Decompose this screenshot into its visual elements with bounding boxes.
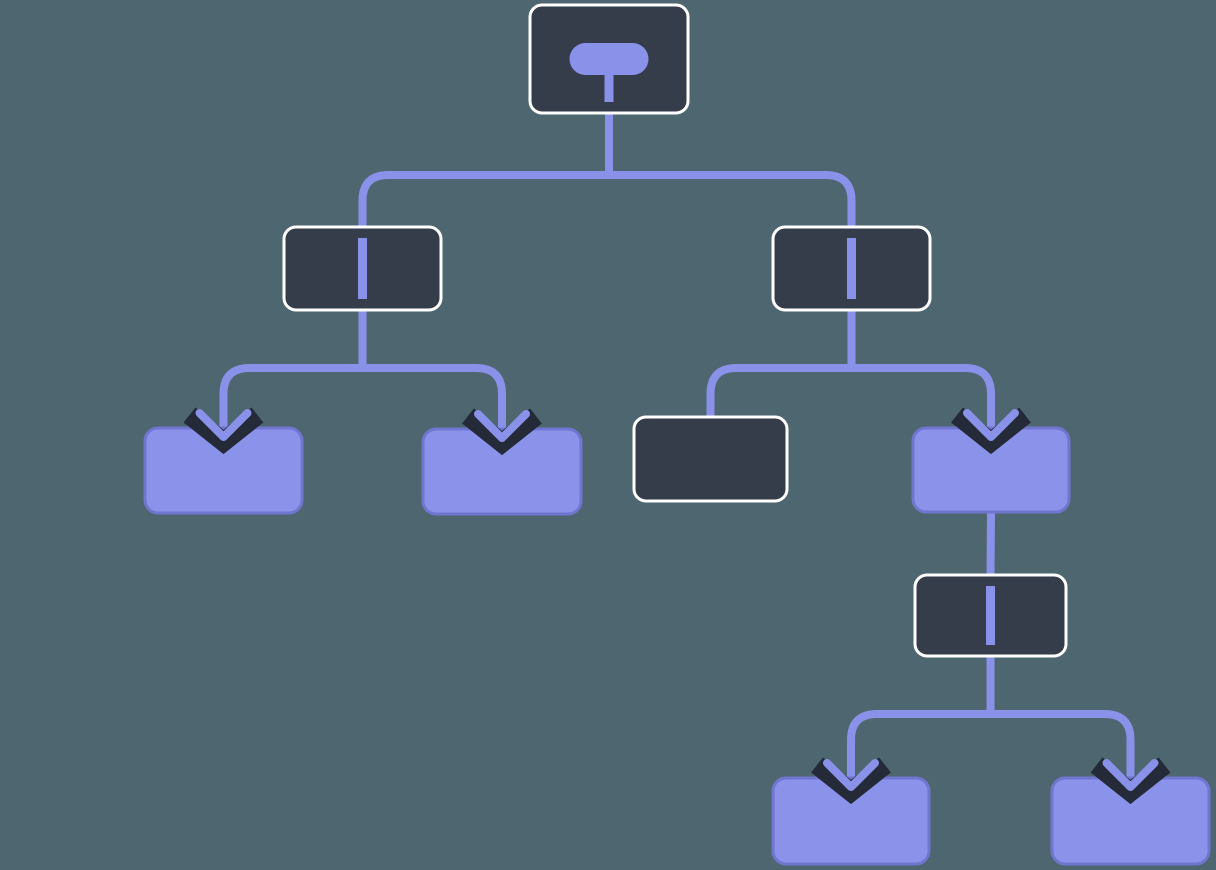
arrow-chevron (474, 410, 530, 442)
arrow-chevron-shadow (462, 408, 542, 456)
nodes-layer (143, 3, 1211, 866)
leaf-node-5 (1050, 776, 1211, 866)
edge-root-fork-rail (358, 171, 856, 229)
leaf-node-4 (771, 776, 931, 866)
edge-right-branch-fork-rail (706, 364, 995, 433)
arrow-chevron (963, 409, 1019, 441)
arrow-chevron (823, 759, 879, 791)
arrow-chevron-shadow (811, 757, 891, 805)
edges-layer (219, 111, 1135, 783)
pill-stem (604, 73, 614, 102)
edge-left-branch-fork-rail (219, 364, 506, 434)
arrow-down-icon (951, 407, 1031, 455)
arrow-down-icon (1090, 757, 1171, 805)
dark-leaf-node (632, 415, 789, 503)
pass-through-bar (986, 586, 995, 645)
edge-bottom-branch-fork-rail (847, 710, 1135, 783)
arrow-chevron (1102, 759, 1159, 791)
edge-leaf3-to-branch (986, 509, 995, 578)
title-pill-placeholder (569, 43, 649, 75)
arrows-layer (183, 407, 1171, 805)
arrow-down-icon (462, 408, 542, 456)
leaf-node-1 (143, 426, 304, 515)
leaf-node-2 (421, 427, 583, 516)
pass-through-bar (358, 238, 367, 299)
leaf-node-3 (911, 426, 1071, 514)
arrow-chevron-shadow (1090, 757, 1171, 805)
pass-through-bar (847, 238, 856, 299)
arrow-down-icon (183, 407, 264, 455)
arrow-chevron-shadow (183, 407, 264, 455)
arrow-down-icon (811, 757, 891, 805)
arrow-chevron (195, 409, 252, 441)
arrow-chevron-shadow (951, 407, 1031, 455)
